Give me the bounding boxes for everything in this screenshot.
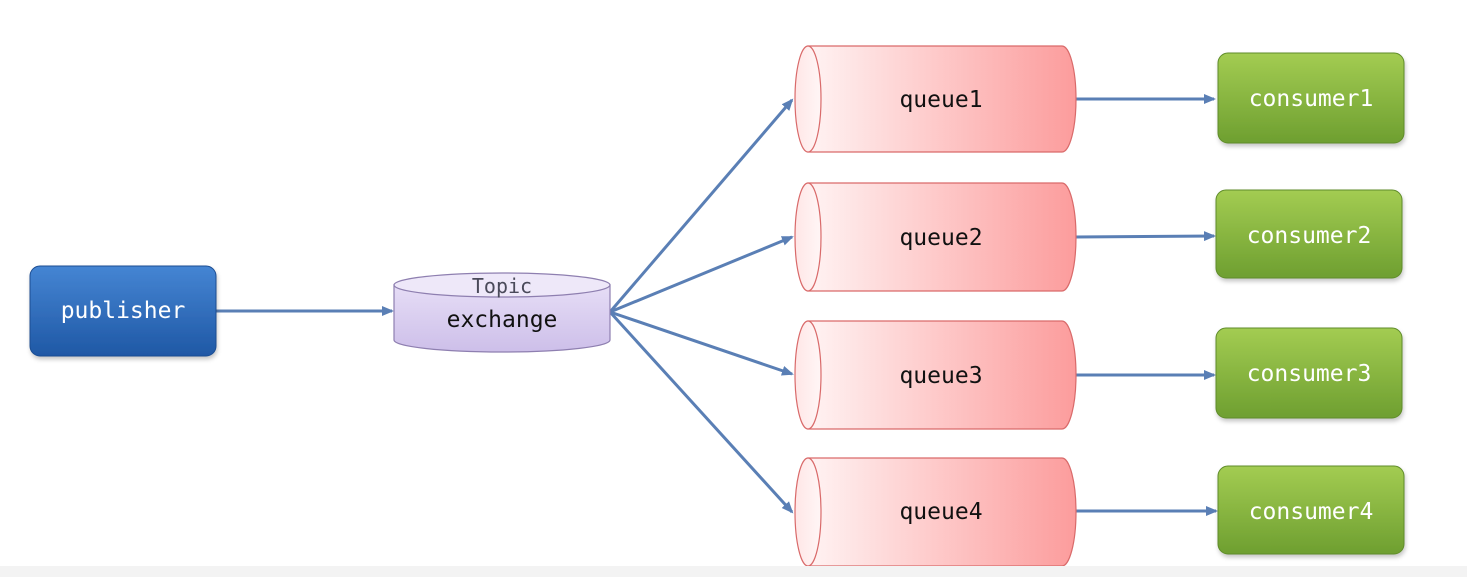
consumer-label-1: consumer1	[1249, 86, 1374, 112]
queue-node-2	[794, 182, 1077, 292]
consumer-label-3: consumer3	[1247, 361, 1372, 387]
queue-label-2: queue2	[899, 225, 982, 251]
exchange-node	[393, 272, 611, 353]
consumer-node-4	[1217, 465, 1405, 555]
queue-label-3: queue3	[899, 363, 982, 389]
publisher-node	[29, 265, 217, 357]
publisher-label: publisher	[61, 298, 186, 324]
arrow-exchange-queue1	[608, 98, 794, 313]
arrow-queue2-consumer2	[1074, 231, 1216, 242]
queue-node-3	[794, 320, 1077, 430]
exchange-label: exchange	[447, 307, 558, 333]
consumer-node-1	[1217, 52, 1405, 144]
queue-label-4: queue4	[899, 499, 982, 525]
bottom-edge-strip	[0, 566, 1467, 577]
arrow-exchange-queue2	[609, 235, 794, 314]
connector-arrows	[216, 94, 1218, 516]
consumer-label-2: consumer2	[1247, 223, 1372, 249]
consumer-node-3	[1215, 327, 1403, 419]
queue-node-1	[794, 45, 1077, 153]
arrow-exchange-queue4	[608, 310, 794, 514]
queue-label-1: queue1	[899, 87, 982, 113]
arrow-exchange-queue3	[609, 310, 794, 376]
consumer-node-2	[1215, 189, 1403, 279]
exchange-type-label: Topic	[472, 274, 532, 298]
consumer-label-4: consumer4	[1249, 499, 1374, 525]
queue-node-4	[794, 457, 1077, 567]
